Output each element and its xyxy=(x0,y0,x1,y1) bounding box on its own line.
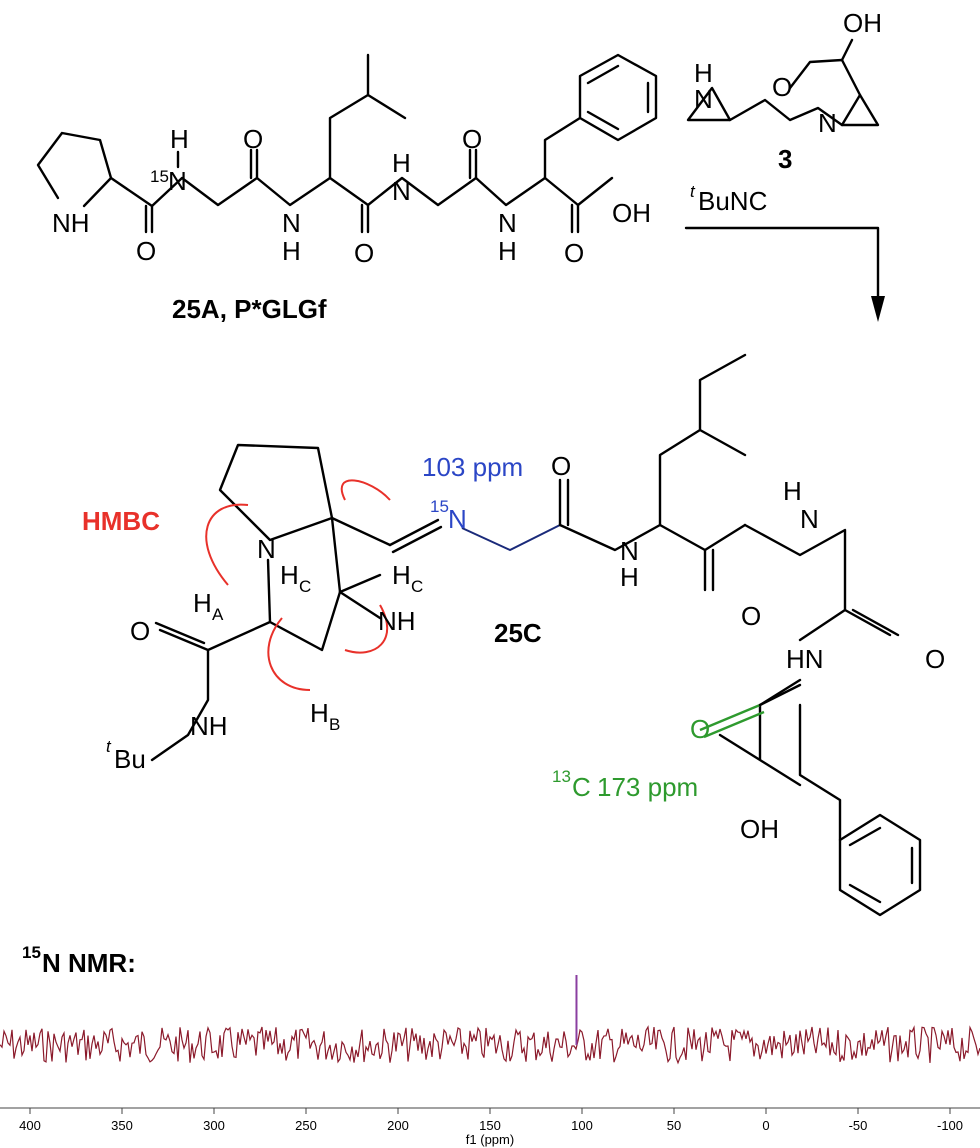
product-25C: N 15 103 ppm HMBC N H A H C H C NH H B O… xyxy=(82,353,945,917)
ha-label: H xyxy=(193,588,212,618)
c13-label: C xyxy=(572,772,591,802)
phe-hn-label: HN xyxy=(786,644,824,674)
n15-amidine-isotope: 15 xyxy=(430,497,449,516)
acid-carbonyl-o: O xyxy=(690,714,710,744)
compound-3-label: 3 xyxy=(778,144,792,174)
tbu-nh-label: NH xyxy=(190,711,228,741)
hc-left-subscript: C xyxy=(299,577,311,596)
n15-amidine-n: N xyxy=(448,504,467,534)
tbu-prefix: t xyxy=(690,182,696,201)
x-tick-label: 400 xyxy=(19,1118,41,1133)
reagent-oh-label: OH xyxy=(843,8,882,38)
carbonyl-o-2: O xyxy=(243,124,263,154)
gly2-h-label: H xyxy=(783,476,802,506)
x-tick-label: 100 xyxy=(571,1118,593,1133)
hmbc-label: HMBC xyxy=(82,506,160,536)
core-nh-label: NH xyxy=(378,606,416,636)
n15-isotope-label: 15 xyxy=(150,167,169,186)
ha-subscript: A xyxy=(212,605,224,624)
hc-right-label: H xyxy=(392,560,411,590)
leu-carbonyl-o: O xyxy=(741,601,761,631)
hmbc-correlation-arrows xyxy=(205,479,391,691)
x-tick-label: 0 xyxy=(762,1118,769,1133)
n15-n-label: N xyxy=(168,166,187,196)
gly-carbonyl-o: O xyxy=(551,451,571,481)
acid-oh-label: OH xyxy=(612,198,651,228)
pro-nh-label: NH xyxy=(52,208,90,238)
hc-left-label: H xyxy=(280,560,299,590)
leu-h-product: H xyxy=(620,562,639,592)
spectrum-title-isotope: 15 xyxy=(22,943,41,962)
starting-peptide-25A: NH O 15 N H O N H O N H O N H O OH 25A, … xyxy=(36,53,658,324)
carbonyl-o-4: O xyxy=(462,124,482,154)
leu-h-label: H xyxy=(282,236,301,266)
hb-label: H xyxy=(310,698,329,728)
spectrum-x-ticks: 400 350 300 250 200 150 100 50 0 -50 -100 xyxy=(19,1108,963,1133)
product-tbu-label: Bu xyxy=(114,744,146,774)
reagent-isonitrile-label: BuNC xyxy=(698,186,767,216)
leu-n-product: N xyxy=(620,536,639,566)
carbonyl-o-3: O xyxy=(354,238,374,268)
spectrum-xlabel: f1 (ppm) xyxy=(466,1132,514,1147)
spectrum-title: N NMR: xyxy=(42,948,136,978)
c13-isotope: 13 xyxy=(552,767,571,786)
n15-nmr-spectrum: 15 N NMR: 400 350 300 250 200 150 100 50 0 -50 -10… xyxy=(0,943,980,1147)
reagent-nh-h-label: H xyxy=(694,58,713,88)
compound-25A-caption: 25A, P*GLGf xyxy=(172,294,327,324)
phe-n-label: N xyxy=(498,208,517,238)
reaction-arrow xyxy=(684,226,885,322)
acid-oh-product: OH xyxy=(740,814,779,844)
x-tick-label: 250 xyxy=(295,1118,317,1133)
amide-o-label: O xyxy=(130,616,150,646)
reagent-3-structure: H N O N OH 3 t BuNC xyxy=(686,8,882,216)
carbonyl-o-5: O xyxy=(564,238,584,268)
n15-shift-annotation: 103 ppm xyxy=(422,452,523,482)
x-tick-label: 200 xyxy=(387,1118,409,1133)
reagent-ring-n-label: N xyxy=(818,108,837,138)
gly-h-label: H xyxy=(392,148,411,178)
reagent-ring-o-label: O xyxy=(772,72,792,102)
gly2-n-label: N xyxy=(800,504,819,534)
hb-subscript: B xyxy=(329,715,340,734)
compound-25C-caption: 25C xyxy=(494,618,542,648)
x-tick-label: 300 xyxy=(203,1118,225,1133)
n15-h-label: H xyxy=(170,124,189,154)
gly2-carbonyl-o: O xyxy=(925,644,945,674)
leu-n-label: N xyxy=(282,208,301,238)
gly-n-label: N xyxy=(392,176,411,206)
x-tick-label: 150 xyxy=(479,1118,501,1133)
core-n-label: N xyxy=(257,534,276,564)
x-tick-label: 350 xyxy=(111,1118,133,1133)
reagent-nh-n-label: N xyxy=(694,84,713,114)
x-tick-label: -50 xyxy=(849,1118,868,1133)
x-tick-label: -100 xyxy=(937,1118,963,1133)
hc-right-subscript: C xyxy=(411,577,423,596)
c13-shift-annotation: 173 ppm xyxy=(597,772,698,802)
carbonyl-o-1: O xyxy=(136,236,156,266)
spectrum-trace xyxy=(0,1025,980,1065)
x-tick-label: 50 xyxy=(667,1118,681,1133)
product-tbu-prefix: t xyxy=(106,737,112,756)
phe-h-label: H xyxy=(498,236,517,266)
